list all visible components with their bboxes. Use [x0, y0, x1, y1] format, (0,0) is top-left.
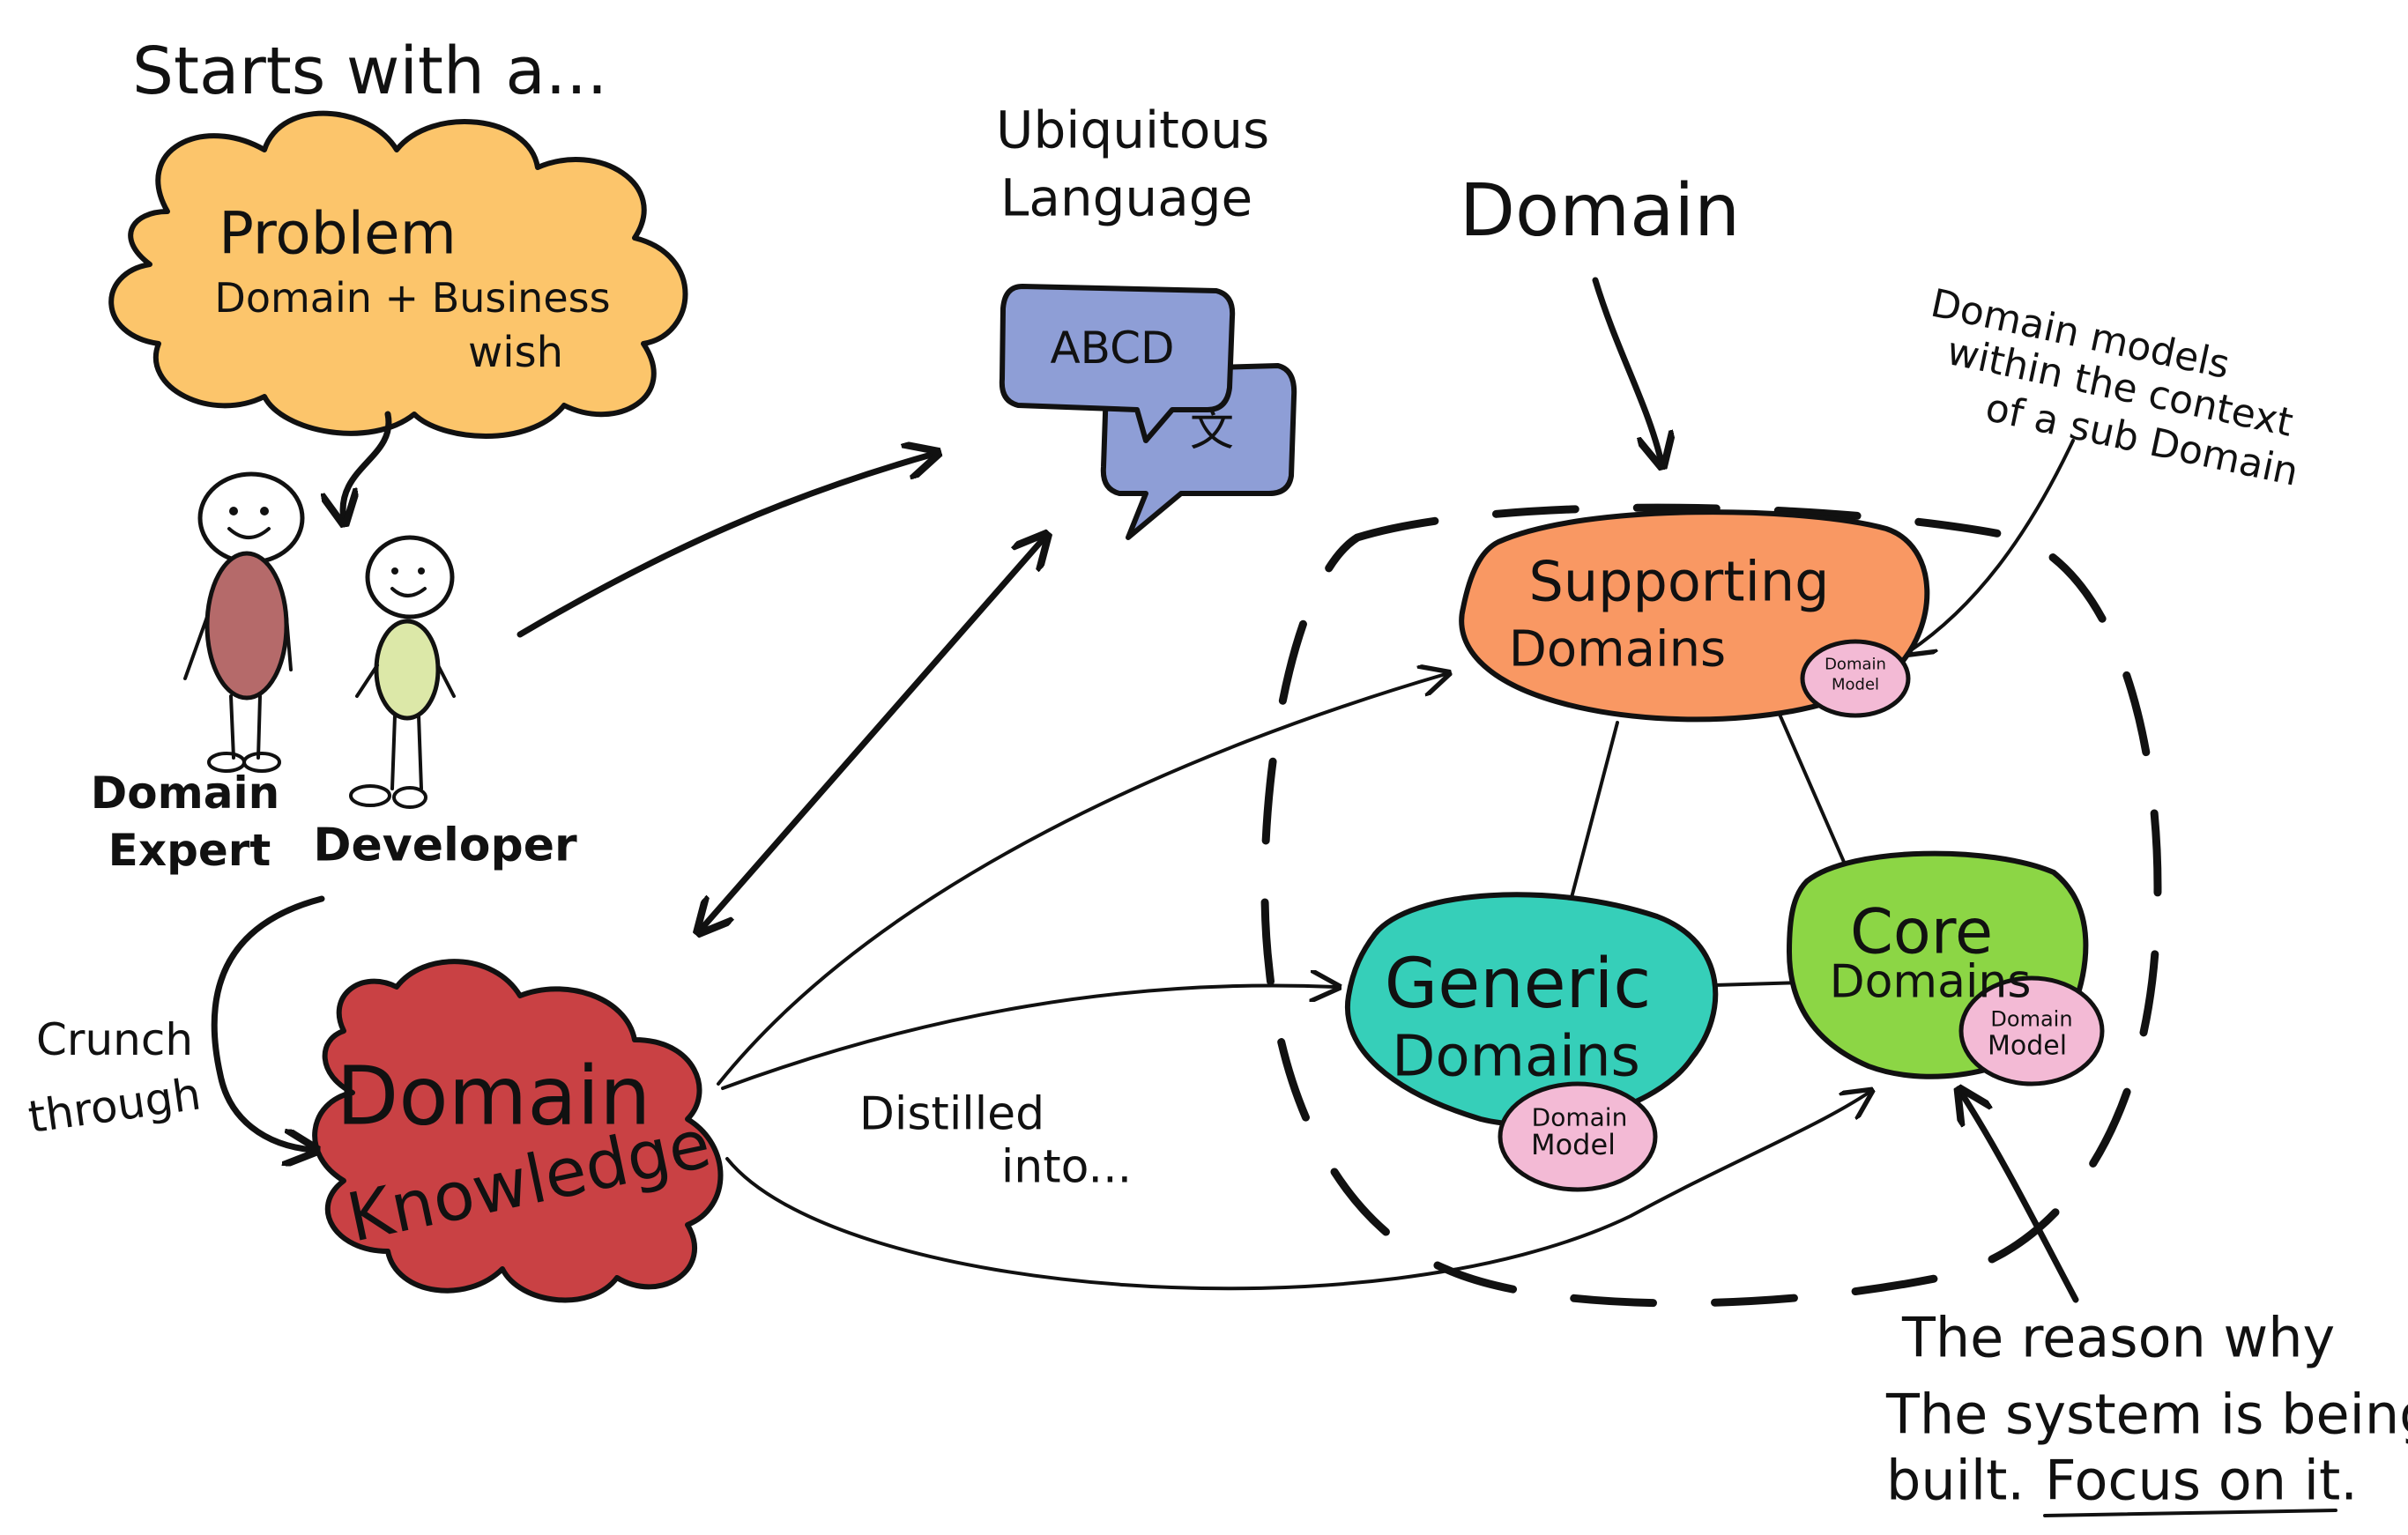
developer-figure — [349, 535, 456, 809]
focus-underline — [2043, 1509, 2337, 1517]
distill-to-supporting-arrow — [717, 674, 1446, 1086]
supporting-model-badge — [1800, 639, 1911, 718]
core-badge-line2: Model — [1987, 1030, 2068, 1062]
domain-expert-figure — [183, 471, 305, 773]
generic-badge-line1: Domain — [1531, 1102, 1628, 1132]
ubiquitous-label-line1: Ubiquitous — [996, 100, 1270, 160]
supporting-core-link — [1770, 694, 1848, 870]
problem-to-people-arrow — [343, 411, 392, 520]
generic-model-badge — [1498, 1081, 1658, 1192]
domain-arrow — [1592, 277, 1661, 463]
bubble-glyph: 文 — [1190, 404, 1234, 456]
generic-title-line1: Generic — [1384, 945, 1652, 1025]
crunch-label-line1: Crunch — [35, 1013, 194, 1065]
core-title-line1: Core — [1849, 895, 1994, 968]
focus-arrow — [1961, 1093, 2079, 1303]
distilled-line1: Distilled — [858, 1087, 1045, 1141]
core-title-line2: Domains — [1829, 955, 2032, 1009]
annotation-arrow — [1908, 439, 2075, 652]
supporting-title-line1: Supporting — [1528, 549, 1830, 614]
generic-core-link — [1713, 981, 1804, 987]
speech-bubble-front — [999, 284, 1236, 443]
domain-knowledge-cloud — [312, 959, 724, 1303]
generic-badge-line2: Model — [1530, 1128, 1616, 1162]
distill-to-generic-arrow — [721, 985, 1335, 1090]
crunch-arrow — [211, 895, 325, 1150]
core-badge-line1: Domain — [1990, 1006, 2073, 1032]
domain-label: Domain — [1459, 168, 1741, 253]
supporting-badge-line2: Model — [1831, 675, 1880, 694]
core-model-badge — [1958, 975, 2105, 1086]
supporting-title-line2: Domains — [1508, 620, 1727, 679]
core-note-line3-emph: Focus on it. — [2045, 1448, 2358, 1513]
bubble-text: ABCD — [1050, 322, 1175, 374]
domain-expert-label-line1: Domain — [90, 767, 280, 819]
core-note-line3-plain: built. — [1886, 1448, 2025, 1513]
supporting-badge-line1: Domain — [1825, 655, 1886, 674]
ubiquitous-label-line2: Language — [1000, 167, 1253, 228]
supporting-generic-link — [1567, 721, 1619, 909]
problem-line1: Domain + Business — [214, 273, 611, 322]
core-note-line1: The reason why — [1902, 1305, 2336, 1370]
problem-cloud — [108, 110, 688, 439]
domain-boundary — [1260, 503, 2162, 1308]
problem-title: Problem — [219, 199, 457, 268]
generic-domains-blob — [1344, 892, 1719, 1128]
domain-knowledge-line1: Domain — [336, 1049, 651, 1144]
domain-expert-label-line2: Expert — [108, 824, 271, 876]
developer-label: Developer — [313, 819, 577, 872]
distilled-line2: into... — [1000, 1140, 1133, 1194]
generic-title-line2: Domains — [1392, 1024, 1640, 1090]
problem-line2: wish — [467, 327, 564, 377]
core-note-line2: The system is being — [1886, 1382, 2408, 1447]
language-knowledge-arrow — [701, 538, 1044, 930]
people-to-language-arrow — [517, 454, 934, 638]
heading: Starts with a... — [132, 33, 608, 110]
